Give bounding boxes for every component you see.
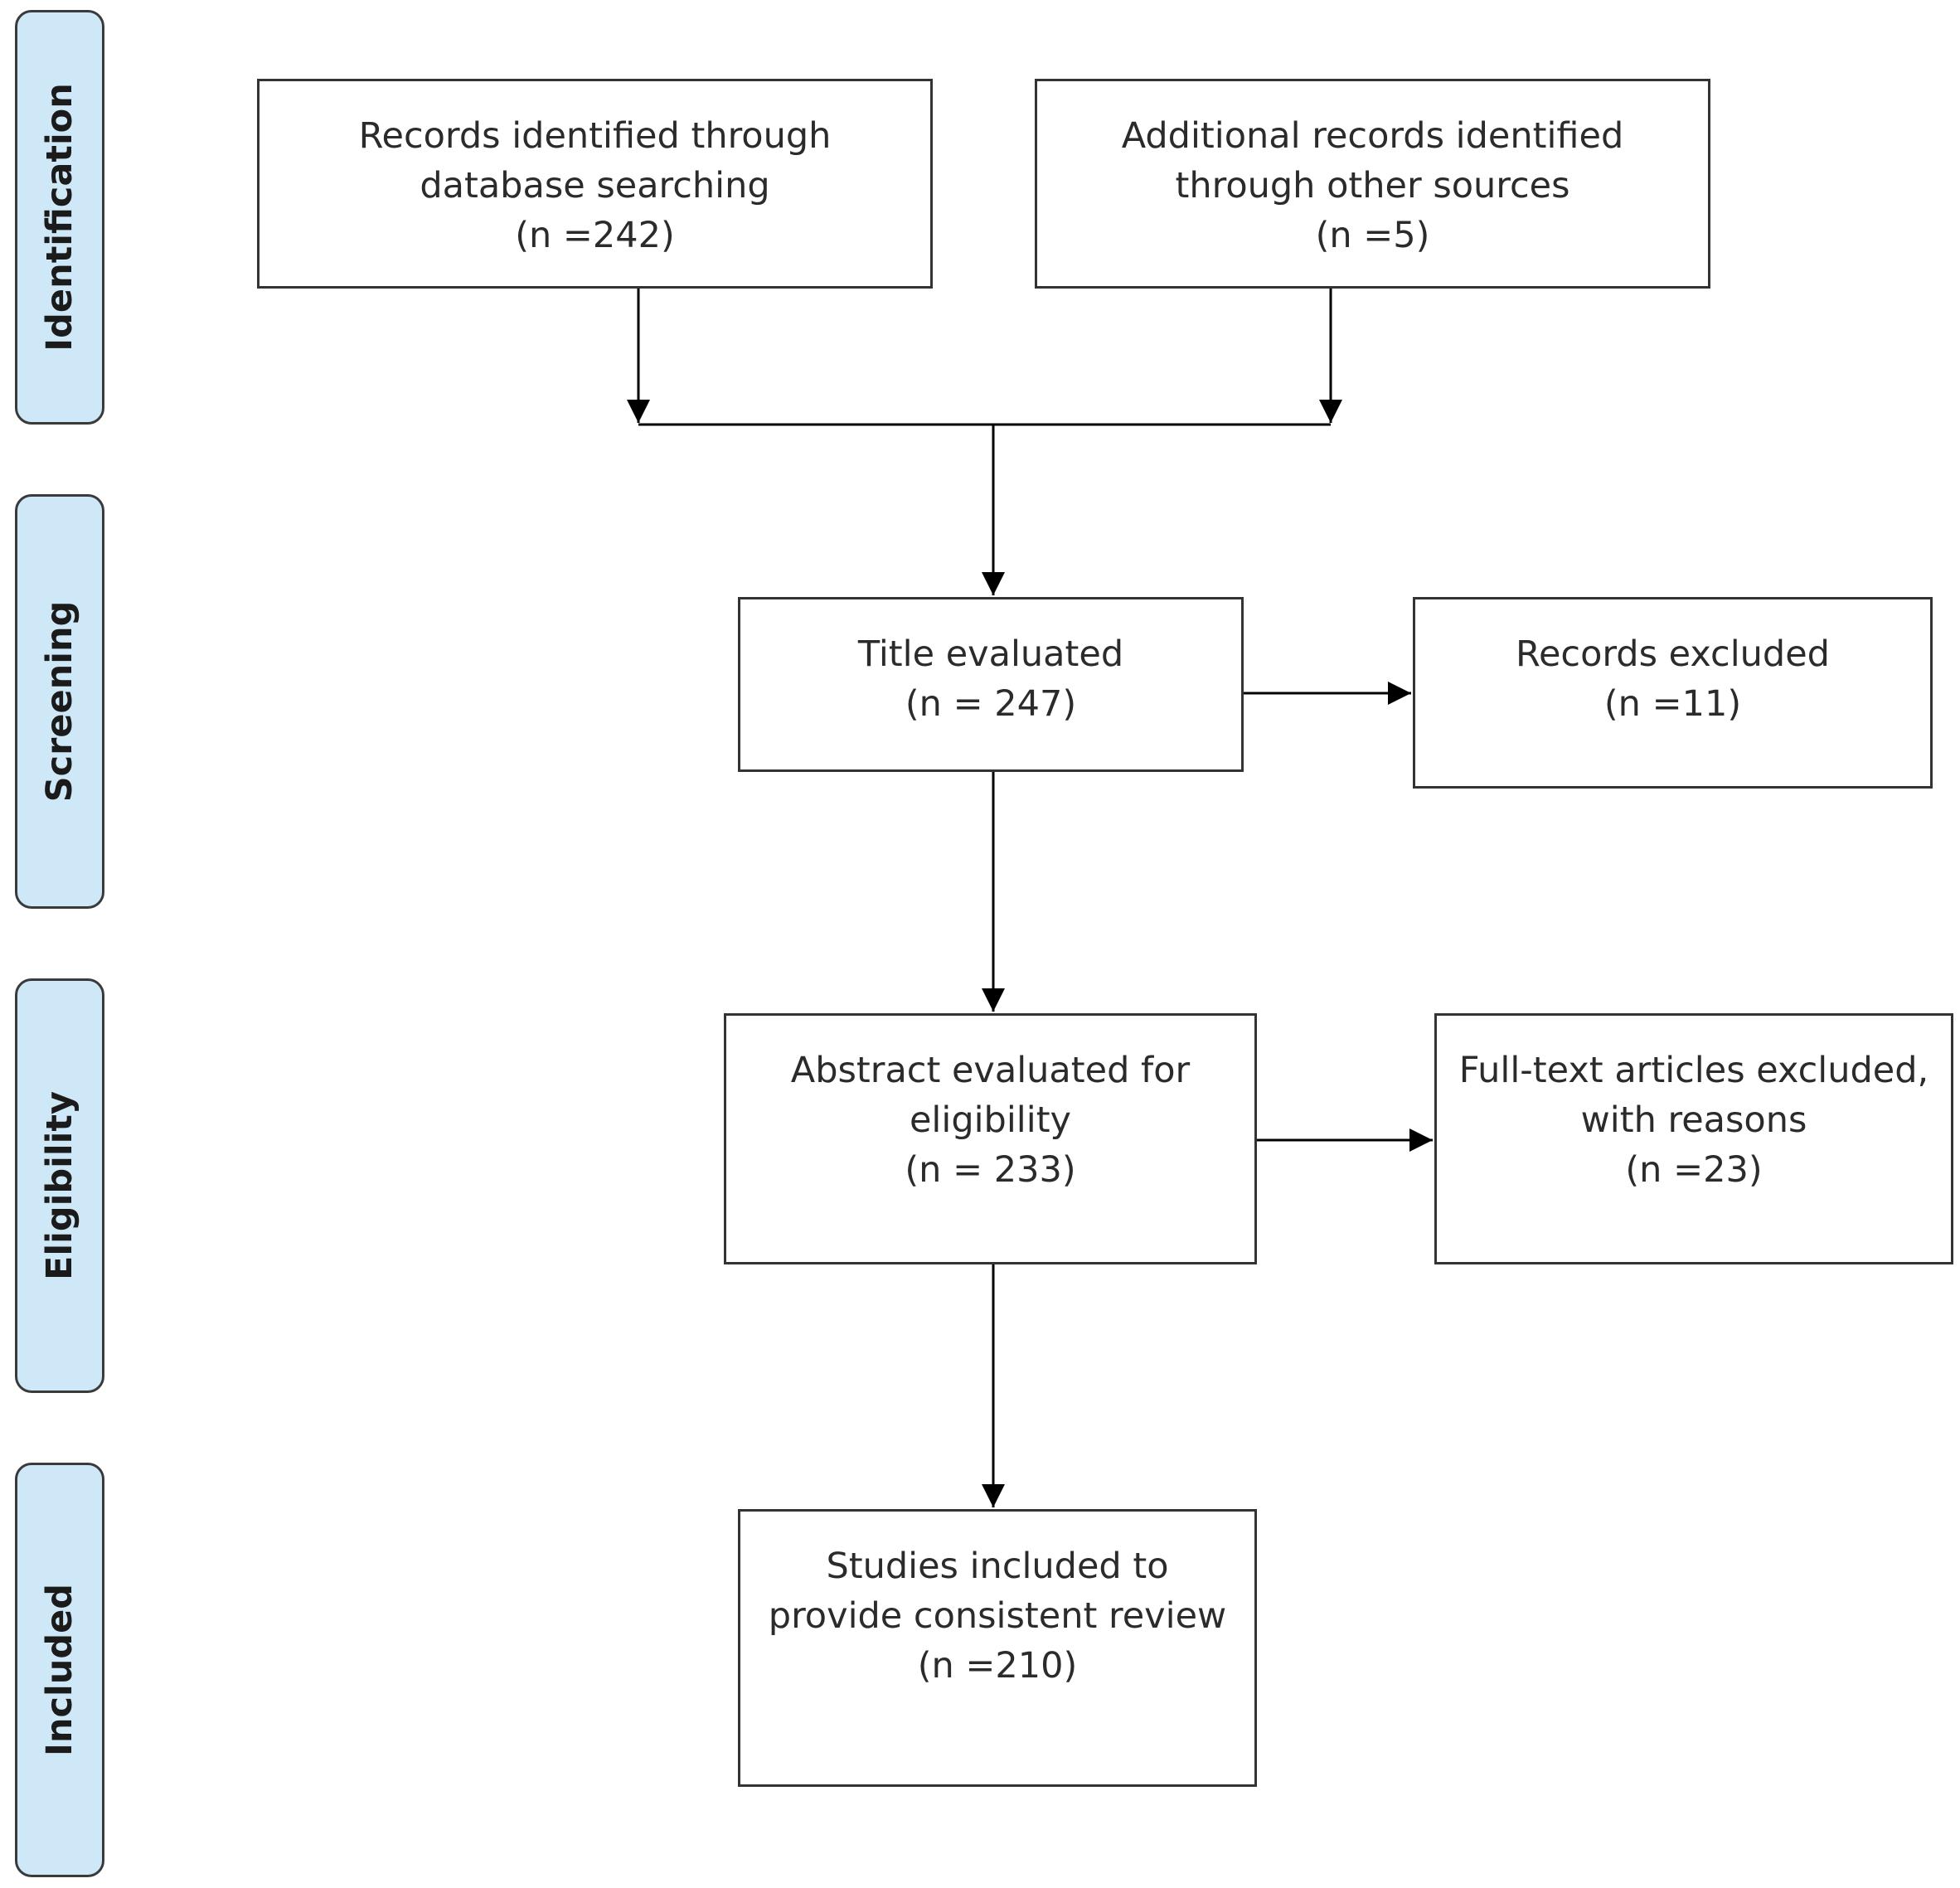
box-count: (n = 233) [905,1149,1076,1191]
box-title-evaluated: Title evaluated (n = 247) [738,597,1244,772]
box-count: (n = 247) [905,683,1077,725]
box-count: (n =242) [515,215,675,256]
box-fulltext-excluded: Full-text articles excluded, with reason… [1434,1013,1953,1264]
box-count: (n =5) [1315,215,1430,256]
box-text: Records excluded [1516,633,1830,675]
box-count: (n =11) [1603,683,1742,725]
box-text: Studies included to [826,1546,1169,1587]
box-abstract-evaluated: Abstract evaluated for eligibility (n = … [724,1013,1257,1264]
box-count: (n =210) [917,1645,1078,1687]
box-database-records: Records identified through database sear… [257,79,933,289]
phase-eligibility: Eligibility [15,978,104,1393]
phase-identification: Identification [15,10,104,425]
box-text: Full-text articles excluded, [1458,1050,1929,1091]
box-text: Abstract evaluated for [790,1050,1191,1091]
box-text: through other sources [1175,165,1570,206]
box-other-records: Additional records identified through ot… [1035,79,1710,289]
box-records-excluded: Records excluded (n =11) [1413,597,1933,789]
box-text: Title evaluated [857,633,1124,675]
box-text: eligibility [909,1099,1072,1141]
box-text: Records identified through [358,115,832,157]
phase-included: Included [15,1463,104,1877]
box-text: database searching [420,165,770,206]
box-count: (n =23) [1625,1149,1763,1191]
box-studies-included: Studies included to provide consistent r… [738,1509,1257,1787]
box-text: Additional records identified [1121,115,1624,157]
phase-screening: Screening [15,494,104,909]
box-text: provide consistent review [768,1595,1227,1637]
box-text: with reasons [1580,1099,1807,1141]
